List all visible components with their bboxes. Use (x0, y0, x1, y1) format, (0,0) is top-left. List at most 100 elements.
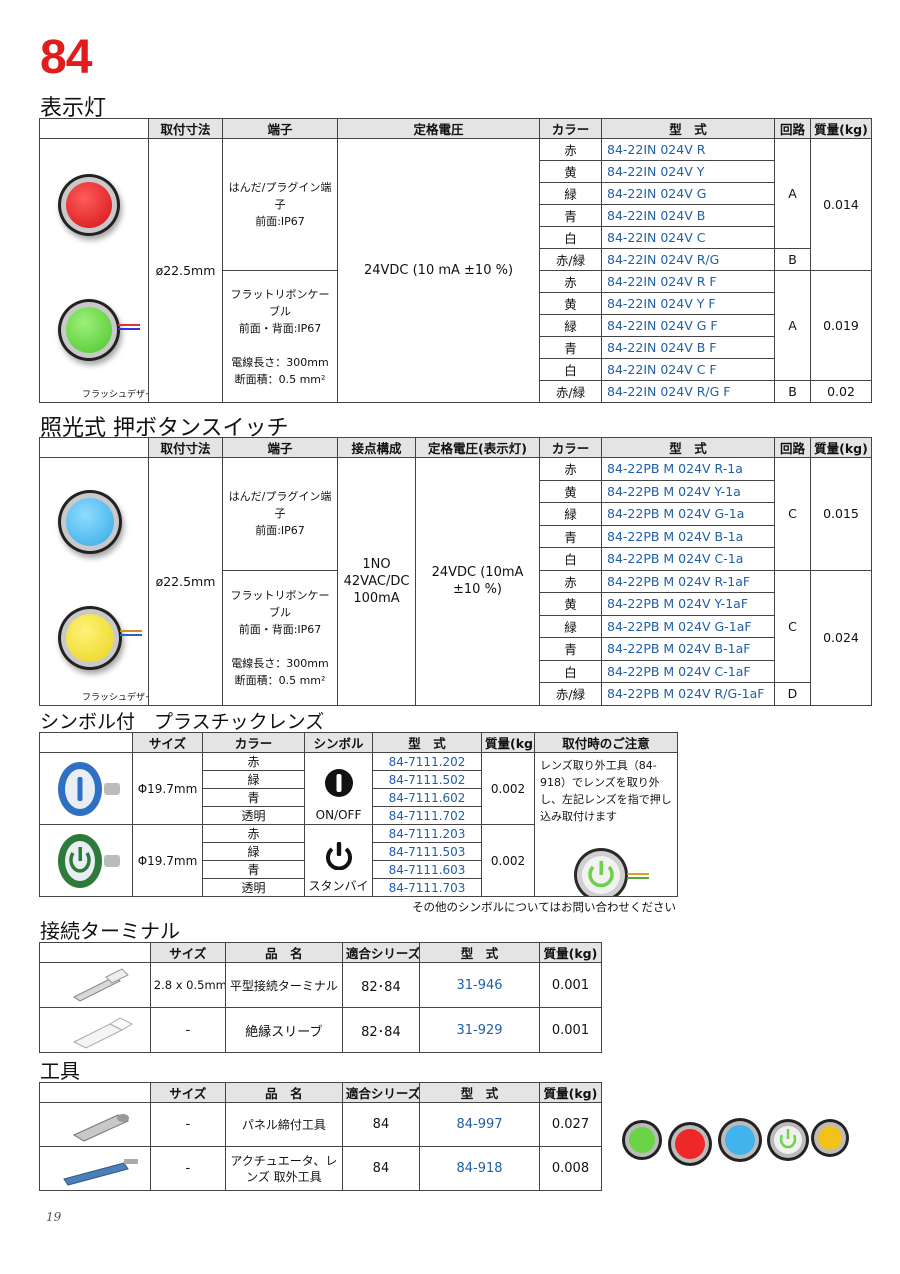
panel-wrench-image (72, 1114, 130, 1142)
color-cell: 黄 (539, 160, 602, 183)
header-model: 型 式 (601, 437, 775, 458)
pushbutton-image-cell: フラッシュデザイン (39, 457, 149, 706)
color-cell: 赤/緑 (539, 380, 602, 403)
indicator-image-cell: フラッシュデザイン (39, 138, 149, 403)
note-cell: レンズ取り外工具（84-918）でレンズを取り外し、左記レンズを指で押し込み取付… (534, 752, 678, 897)
circuit-cell: A (774, 270, 811, 381)
model-cell: 84-22PB M 024V B-1aF (601, 637, 775, 661)
mass-cell: 0.014 (810, 138, 872, 271)
header-blank (39, 732, 133, 753)
color-cell: 緑 (539, 614, 602, 638)
model-cell: 84-22PB M 024V C-1aF (601, 659, 775, 683)
model-cell: 84-7111.602 (372, 788, 482, 807)
section-title-terminal: 接続ターミナル (40, 919, 180, 943)
model-cell: 84-22IN 024V Y F (601, 292, 775, 315)
header-name: 品 名 (224, 942, 343, 963)
color-cell: 赤 (539, 270, 602, 293)
mounting-note: レンズ取り外工具（84-918）でレンズを取り外し、左記レンズを指で押し込み取付… (540, 759, 672, 823)
mass-cell: 0.019 (810, 270, 872, 381)
symbol-lens-table: サイズ カラー シンボル 型 式 質量(kg) 取付時のご注意 Φ19.7mm … (39, 732, 678, 897)
page-folio: 19 (46, 1210, 62, 1224)
model-cell: 84-7111.703 (372, 878, 482, 897)
header-note: 取付時のご注意 (534, 732, 678, 753)
rated-voltage: 24VDC (10mA ±10 %) (415, 457, 540, 706)
terminal-series: 82･84 (341, 1007, 421, 1053)
header-blank (39, 437, 149, 458)
model-cell: 84-22PB M 024V R/G-1aF (601, 682, 775, 706)
model-cell: 84-22PB M 024V R-1aF (601, 569, 775, 593)
color-cell: 緑 (539, 182, 602, 205)
section-title-pushbutton: 照光式 押ボタンスイッチ (40, 416, 289, 441)
circuit-cell: B (774, 380, 811, 403)
contact-config: 1NO 42VAC/DC 100mA (337, 457, 416, 706)
model-cell: 84-22PB M 024V R-1a (601, 457, 775, 481)
symbol-cell-onoff: ON/OFF (304, 752, 373, 825)
cable-image (118, 324, 140, 326)
color-cell: 赤 (202, 752, 305, 771)
model-cell: 84-22IN 024V C F (601, 358, 775, 381)
color-cell: 赤 (539, 457, 602, 481)
pushbutton-table: 取付寸法 端子 接点構成 定格電圧(表示灯) カラー 型 式 回路 質量(kg)… (39, 437, 872, 706)
terminal-solder: はんだ/プラグイン端子 前面:IP67 (222, 457, 338, 571)
tool-series: 84 (341, 1146, 421, 1191)
color-cell: 青 (202, 788, 305, 807)
header-model: 型 式 (419, 942, 540, 963)
standby-power-icon (326, 842, 352, 870)
model-cell: 84-22IN 024V G F (601, 314, 775, 337)
terminal-ribbon: フラットリボンケーブル 前面・背面:IP67 電線長さ：300mm 断面積：0.… (222, 569, 338, 706)
terminal-mass: 0.001 (538, 962, 603, 1008)
header-color: カラー (202, 732, 305, 753)
panel-tool-image-cell (39, 1102, 151, 1147)
terminal-mass: 0.001 (538, 1007, 603, 1053)
header-blank (39, 1082, 151, 1103)
tool-size: - (149, 1102, 226, 1147)
circuit-cell: C (774, 457, 811, 571)
symbol-cell-standby: スタンバイ (304, 824, 373, 897)
color-cell: 透明 (202, 878, 305, 897)
section-title-tools: 工具 (40, 1059, 80, 1083)
header-terminal: 端子 (222, 437, 338, 458)
header-size: 取付寸法 (148, 437, 223, 458)
section-title-symbol-lens: シンボル付 プラスチックレンズ (40, 711, 325, 733)
tool-model: 84-997 (419, 1102, 540, 1147)
terminal-model: 31-946 (419, 962, 540, 1008)
on-off-icon (325, 769, 353, 797)
mount-size: ø22.5mm (148, 457, 223, 706)
model-cell: 84-22IN 024V C (601, 226, 775, 249)
blue-pushbutton-image (58, 490, 122, 554)
header-series: 適合シリーズ (341, 1082, 421, 1103)
header-mass: 質量(kg) (810, 437, 872, 458)
mount-size: ø22.5mm (148, 138, 223, 403)
mass-cell: 0.002 (481, 752, 535, 825)
model-cell: 84-22PB M 024V G-1a (601, 502, 775, 526)
model-cell: 84-7111.503 (372, 842, 482, 861)
header-contact: 接点構成 (337, 437, 416, 458)
terminal-name: 絶縁スリーブ (224, 1007, 343, 1053)
model-cell: 84-22PB M 024V G-1aF (601, 614, 775, 638)
model-cell: 84-22IN 024V Y (601, 160, 775, 183)
model-cell: 84-22IN 024V G (601, 182, 775, 205)
model-cell: 84-7111.702 (372, 806, 482, 825)
color-cell: 青 (202, 860, 305, 879)
model-cell: 84-22PB M 024V Y-1a (601, 479, 775, 503)
header-blank (39, 118, 149, 139)
header-circuit: 回路 (774, 437, 811, 458)
header-size: サイズ (149, 942, 226, 963)
model-cell: 84-7111.202 (372, 752, 482, 771)
header-mass: 質量(kg) (538, 1082, 603, 1103)
color-cell: 青 (539, 336, 602, 359)
circuit-cell: B (774, 248, 811, 271)
tool-series: 84 (341, 1102, 421, 1147)
symbol-footnote: その他のシンボルについてはお問い合わせください (412, 900, 676, 914)
model-cell: 84-22IN 024V R/G F (601, 380, 775, 403)
color-cell: 緑 (202, 770, 305, 789)
tool-name: アクチュエータ、レンズ 取外工具 (224, 1146, 343, 1191)
color-cell: 黄 (539, 292, 602, 315)
header-size: サイズ (149, 1082, 226, 1103)
terminal-size: - (149, 1007, 226, 1053)
flat-terminal-image (73, 968, 129, 1002)
color-cell: 白 (539, 226, 602, 249)
model-cell: 84-22IN 024V B (601, 204, 775, 227)
terminal-table: サイズ 品 名 適合シリーズ 型 式 質量(kg) 2.8 x 0.5mm 平型… (39, 942, 603, 1053)
color-cell: 青 (539, 524, 602, 548)
